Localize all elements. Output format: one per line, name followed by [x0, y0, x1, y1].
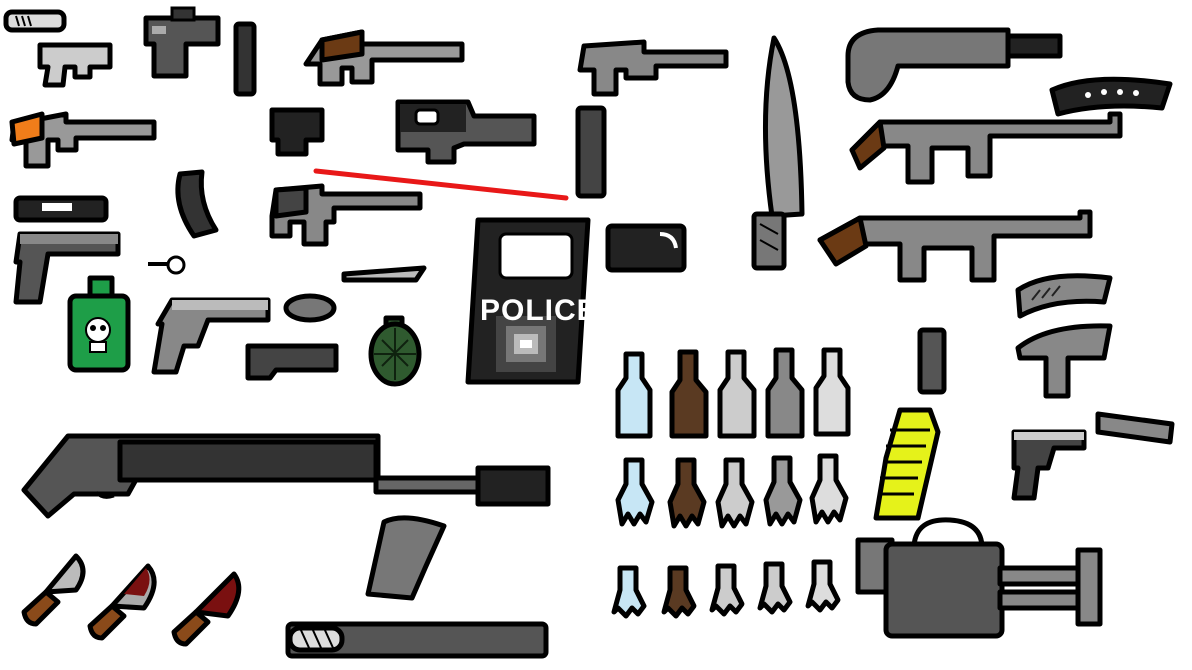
broken-bottle-clear-icon: [615, 457, 655, 527]
assault-rifle-wood-1-icon: [849, 111, 1123, 185]
carbine-icon: [269, 183, 423, 247]
machete-icon: [751, 35, 805, 271]
bloody-knife-2-icon: [171, 571, 242, 647]
pistol-grip-gray-icon: [1015, 323, 1113, 399]
baseball-bat-icon: [285, 621, 549, 659]
pump-shotgun-icon: [21, 433, 551, 519]
machine-pistol-icon: [143, 6, 221, 79]
bottle-gray-3-icon: [813, 347, 851, 437]
bottle-clear-icon: [615, 351, 653, 439]
poison-bottle-icon: [67, 275, 131, 373]
smg-gray-icon: [577, 39, 729, 97]
bottle-neck-gray-1-icon: [709, 563, 745, 617]
bottle-gray-2-icon: [765, 347, 805, 439]
bottle-neck-brown-icon: [661, 565, 697, 619]
broken-bottle-gray-1-icon: [715, 457, 755, 529]
pager-icon: [605, 223, 687, 273]
magazine-icon: [233, 21, 257, 97]
minigun-icon: [855, 517, 1103, 639]
bottle-neck-gray-2-icon: [757, 561, 793, 615]
stun-baton-grip-icon: [269, 107, 325, 157]
pistol-slide-icon: [245, 343, 339, 381]
oval-lens-icon: [283, 293, 337, 323]
flare-pistol-icon: [37, 42, 113, 88]
knife-blade-small-icon: [341, 265, 427, 283]
heavy-pistol-icon: [13, 231, 121, 305]
shield-label: POLICE: [480, 294, 598, 327]
red-divider-line: [313, 168, 569, 201]
frag-grenade-icon: [368, 315, 422, 387]
bottle-neck-gray-3-icon: [805, 559, 841, 613]
riot-shield-icon: POLICE: [465, 217, 598, 385]
smg-wood-stock-icon: [303, 29, 465, 87]
curved-magazine-icon: [175, 169, 219, 239]
bottle-neck-clear-icon: [611, 565, 647, 619]
rubber-grip-icon: [365, 515, 447, 601]
broken-bottle-brown-icon: [667, 457, 707, 529]
bloody-knife-1-icon: [87, 563, 157, 641]
taser-icon: [3, 9, 67, 33]
sawed-off-shotgun-icon: [845, 27, 1063, 103]
pin-ring-icon: [148, 255, 186, 275]
bottle-gray-1-icon: [717, 349, 757, 439]
bolt-piece-icon: [917, 327, 947, 395]
pistol-magazine-icon: [575, 105, 607, 199]
drum-scope-icon: [13, 195, 109, 223]
compact-shotgun-icon: [395, 99, 537, 165]
scope-piece-icon: [1015, 273, 1113, 319]
assault-rifle-wood-2-icon: [817, 209, 1093, 283]
kitchen-knife-icon: [21, 553, 86, 627]
smg-orange-stock-icon: [9, 111, 157, 169]
knuckle-duster-icon: [1049, 76, 1173, 117]
slide-bar-icon: [1095, 411, 1175, 445]
broken-bottle-gray-3-icon: [809, 453, 849, 525]
broken-bottle-gray-2-icon: [763, 455, 803, 527]
revolver-icon: [151, 297, 271, 375]
pistol-frame-icon: [1011, 429, 1087, 501]
bottle-brown-icon: [669, 349, 709, 439]
tape-wrapped-grip-icon: [873, 407, 941, 521]
